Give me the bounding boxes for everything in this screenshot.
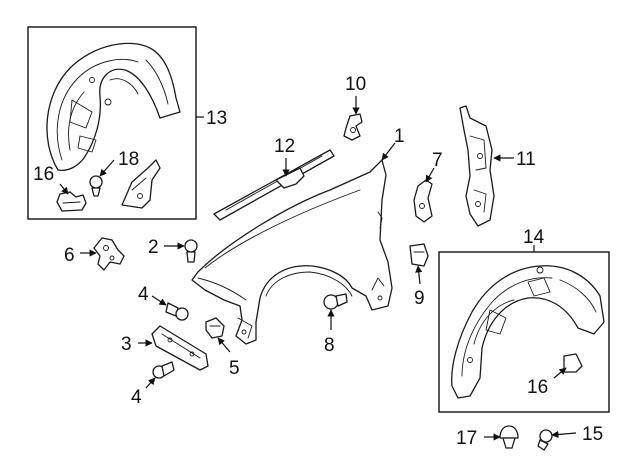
callout-16-upper: 16 bbox=[33, 164, 54, 185]
brace-11 bbox=[459, 105, 495, 227]
bolt-4-upper bbox=[165, 302, 189, 321]
bracket-7 bbox=[413, 179, 433, 223]
callout-7: 7 bbox=[432, 150, 443, 171]
callout-8: 8 bbox=[324, 335, 335, 356]
wheelhouse-liner-14 bbox=[451, 265, 605, 399]
bolt-4-lower bbox=[152, 361, 175, 379]
callout-3: 3 bbox=[121, 334, 132, 355]
clip-16-lower bbox=[563, 353, 583, 373]
push-rivet-18 bbox=[89, 175, 103, 197]
callout-10: 10 bbox=[345, 74, 366, 95]
liner-bracket bbox=[121, 159, 161, 209]
callout-18: 18 bbox=[118, 149, 139, 170]
screw-15 bbox=[537, 429, 553, 451]
fender-liner-13 bbox=[46, 42, 181, 172]
bracket-6 bbox=[93, 237, 125, 271]
callout-12: 12 bbox=[274, 136, 295, 157]
bracket-10 bbox=[343, 113, 363, 141]
callout-17: 17 bbox=[456, 428, 477, 449]
push-pin-17 bbox=[499, 425, 519, 449]
callout-16-lower: 16 bbox=[527, 377, 548, 398]
bolt-2 bbox=[184, 239, 198, 263]
callout-1: 1 bbox=[394, 126, 405, 147]
leader-lines bbox=[59, 96, 577, 441]
callout-13: 13 bbox=[206, 108, 227, 129]
callout-14: 14 bbox=[523, 227, 545, 248]
callout-2: 2 bbox=[148, 237, 159, 258]
liner-box-13 bbox=[27, 26, 197, 220]
bolt-8 bbox=[323, 293, 348, 310]
callout-9: 9 bbox=[414, 288, 425, 309]
callout-4-upper: 4 bbox=[138, 284, 149, 305]
callout-4-lower: 4 bbox=[131, 387, 142, 408]
clip-16-upper bbox=[56, 191, 87, 212]
nut-clip-5 bbox=[205, 317, 225, 339]
bracket-3 bbox=[151, 325, 209, 371]
callout-15: 15 bbox=[582, 424, 603, 445]
fender-1 bbox=[191, 159, 393, 345]
callout-6: 6 bbox=[64, 245, 75, 266]
callout-11: 11 bbox=[516, 149, 536, 170]
liner-box-14 bbox=[438, 251, 610, 413]
callout-5: 5 bbox=[229, 358, 240, 379]
clip-9 bbox=[409, 243, 429, 267]
fender-seal-12 bbox=[213, 149, 335, 221]
